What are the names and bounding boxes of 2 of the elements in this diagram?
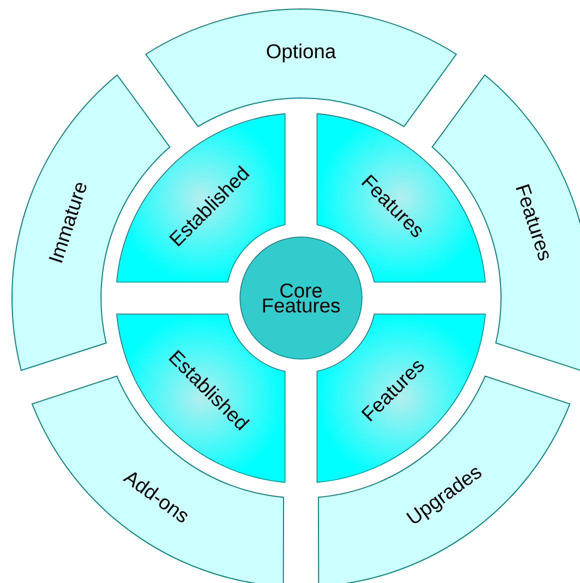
ring-segment: Optiona bbox=[145, 8, 457, 128]
ring-segment: Features bbox=[432, 74, 580, 371]
